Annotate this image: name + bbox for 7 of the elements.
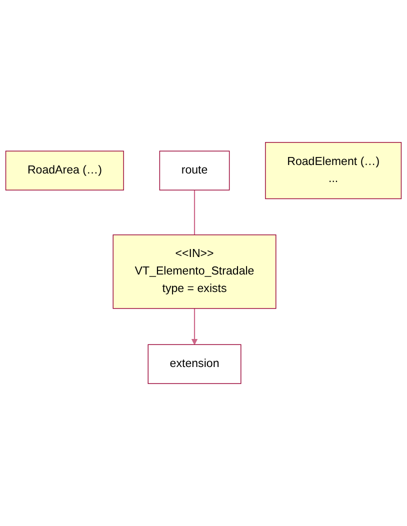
arrow bbox=[191, 308, 198, 345]
node-box: extension bbox=[148, 344, 242, 384]
node-box: route bbox=[159, 150, 230, 190]
node-box: RoadElement (…) ... bbox=[265, 142, 402, 200]
connector bbox=[194, 190, 196, 235]
node-box: RoadArea (…) bbox=[5, 150, 124, 190]
node-box: <<IN>> VT_Elemento_Stradale type = exists bbox=[112, 234, 276, 309]
